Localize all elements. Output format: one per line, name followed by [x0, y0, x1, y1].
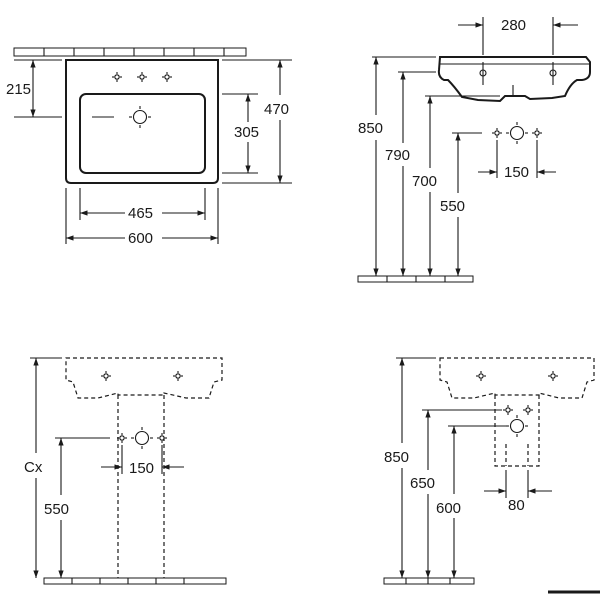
supply-hole-icon-left: [116, 432, 128, 444]
basin-outline-dashed: [439, 357, 595, 399]
drain-hole-icon: [505, 121, 529, 145]
floor-strip: [43, 577, 227, 585]
supply-hole-icon-top-left: [502, 404, 514, 416]
dim-total-width: 600: [128, 230, 153, 247]
halfpedestal-outline-dashed: [494, 395, 540, 467]
supply-hole-icon-right: [156, 432, 168, 444]
tap-hole-icon-right: [172, 370, 184, 382]
wall-strip: [13, 47, 247, 57]
basin-outline-dashed: [65, 357, 223, 399]
basin-side-profile: [437, 56, 591, 103]
dim-height-700: 700: [412, 173, 437, 190]
tap-hole-icon-center: [136, 71, 148, 83]
tap-hole-icon-right: [547, 370, 559, 382]
dim-height-790: 790: [385, 147, 410, 164]
dim-height-850: 850: [358, 120, 383, 137]
drain-hole-icon: [130, 426, 154, 450]
waste-outlet-icon: [128, 105, 152, 129]
dim-spacing-150: 150: [504, 164, 529, 181]
front-halfpedestal-view: 850 650 600 80: [383, 357, 600, 594]
basin-bowl: [79, 93, 206, 174]
supply-hole-icon-top-right: [522, 404, 534, 416]
dim-height-850: 850: [384, 449, 409, 466]
dim-height-550: 550: [440, 198, 465, 215]
tap-hole-icon-left: [111, 71, 123, 83]
top-view: 215 470 305 465 600: [6, 47, 292, 247]
dim-height-600: 600: [436, 500, 461, 517]
drain-hole-icon: [505, 414, 529, 438]
side-view: 280 850 790 700 550: [357, 17, 591, 283]
supply-hole-icon-left: [491, 127, 503, 139]
dim-spacing-80: 80: [508, 497, 525, 514]
tap-hole-icon-left: [100, 370, 112, 382]
floor-strip: [357, 275, 474, 283]
supply-hole-icon-right: [531, 127, 543, 139]
tap-hole-icon-right: [161, 71, 173, 83]
dim-hole-spacing: 280: [501, 17, 526, 34]
dim-height-550: 550: [44, 501, 69, 518]
dim-tap-offset: 215: [6, 81, 31, 98]
front-pedestal-view: Cx 550 150: [24, 357, 227, 585]
floor-strip: [383, 577, 475, 585]
dim-spacing-150: 150: [129, 460, 154, 477]
pedestal-outline-dashed: [117, 395, 165, 581]
tap-hole-icon-left: [475, 370, 487, 382]
dim-cx: Cx: [24, 459, 43, 476]
dim-bowl-depth: 305: [234, 124, 259, 141]
basin-outline: [65, 59, 219, 184]
dim-height-650: 650: [410, 475, 435, 492]
dim-bowl-width: 465: [128, 205, 153, 222]
dim-total-depth: 470: [264, 101, 289, 118]
